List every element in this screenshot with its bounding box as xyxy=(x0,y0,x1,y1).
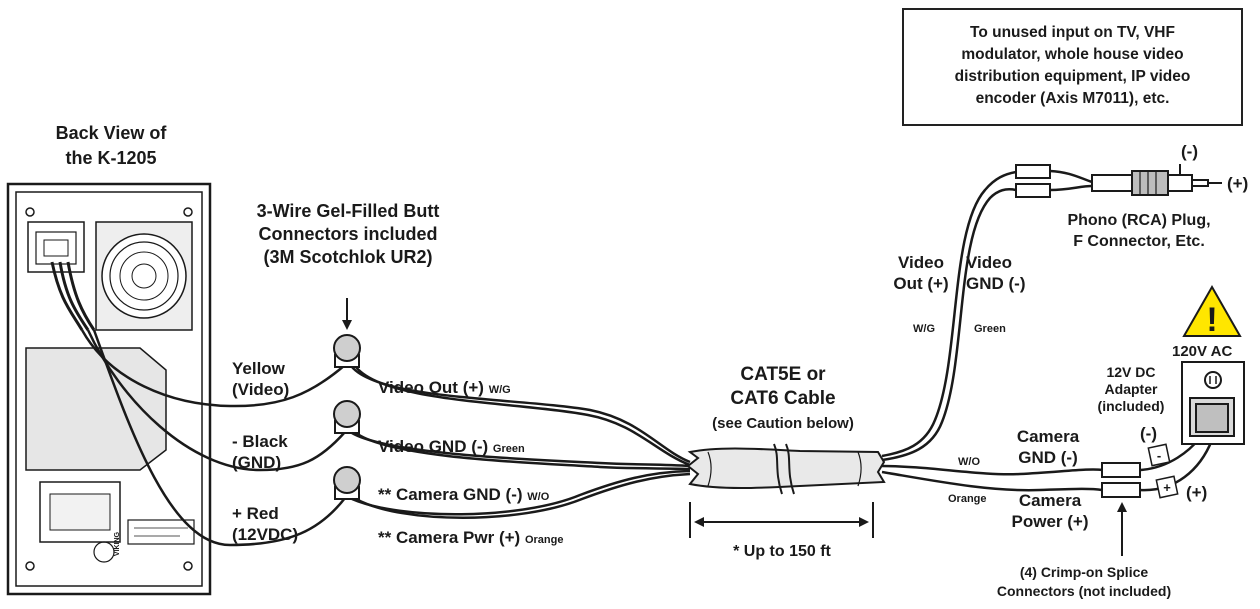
splice-note-line-1: (4) Crimp-on Splice xyxy=(1019,564,1149,580)
plug-minus-label: (-) xyxy=(1181,141,1198,162)
black-wire-label: - Black (GND) xyxy=(232,431,288,473)
camera-gnd-side-label: Camera GND (-) xyxy=(1006,426,1090,468)
panel-title-line-2: the K-1205 xyxy=(65,148,157,168)
video-gnd-text: Video GND (-) xyxy=(378,437,489,456)
cable-length-text: * Up to 150 ft xyxy=(733,543,831,560)
green-color-label: Green xyxy=(974,322,1006,336)
video-out-side-line-1: Video xyxy=(898,253,944,272)
butt-connectors xyxy=(333,334,361,500)
note-line-3: distribution equipment, IP video xyxy=(954,68,1191,85)
power-minus-text: (-) xyxy=(1140,424,1157,443)
note-line-4: encoder (Axis M7011), etc. xyxy=(975,90,1170,107)
video-gnd-label: Video GND (-) Green xyxy=(378,436,525,457)
video-out-color: W/G xyxy=(488,384,511,396)
cat5-cable xyxy=(686,443,886,495)
power-plus-text: (+) xyxy=(1186,483,1208,502)
note-line-2: modulator, whole house video xyxy=(961,46,1184,63)
camera-splices xyxy=(1101,462,1141,498)
camera-gnd-text: ** Camera GND (-) xyxy=(378,485,523,504)
unit-wires xyxy=(80,329,346,547)
tag-minus-sign: - xyxy=(1157,448,1161,463)
destination-note-text: To unused input on TV, VHF modulator, wh… xyxy=(904,22,1241,110)
video-out-side-label: Video Out (+) xyxy=(885,252,957,294)
red-wire-name: + Red xyxy=(232,504,279,523)
rca-plug xyxy=(1091,164,1222,196)
black-wire-function: (GND) xyxy=(232,453,282,472)
plug-type-line-1: Phono (RCA) Plug, xyxy=(1067,212,1211,229)
video-out-label: Video Out (+) W/G xyxy=(378,377,511,398)
red-wire-function: (12VDC) xyxy=(232,525,299,544)
plug-plus-text: (+) xyxy=(1227,174,1249,193)
connectors-note-line-2: Connectors included xyxy=(258,224,438,244)
cable-label: CAT5E or CAT6 Cable (see Caution below) xyxy=(678,363,888,436)
length-dimension xyxy=(689,502,874,538)
camera-gnd-side-line-1: Camera xyxy=(1016,427,1080,446)
camera-power-side-label: Camera Power (+) xyxy=(1002,490,1098,532)
camera-pwr-label: ** Camera Pwr (+) Orange xyxy=(378,527,563,548)
yellow-wire-name: Yellow xyxy=(232,359,285,378)
video-gnd-side-line-2: GND (-) xyxy=(966,274,1026,293)
adapter-line-3: (included) xyxy=(1097,398,1165,414)
orange-color-label: Orange xyxy=(948,492,987,506)
adapter-line-2: Adapter xyxy=(1104,381,1158,397)
ac-text: 120V AC xyxy=(1172,343,1233,360)
wg-color-label: W/G xyxy=(913,322,935,336)
right-conductors xyxy=(881,170,1214,492)
video-splices xyxy=(1015,164,1093,198)
tag-plus-sign: + xyxy=(1163,480,1171,495)
camera-pwr-color: Orange xyxy=(524,534,564,546)
power-minus-label: (-) xyxy=(1140,423,1157,444)
connectors-note-line-3: (3M Scotchlok UR2) xyxy=(263,247,433,267)
orange-color-text: Orange xyxy=(948,493,987,505)
wg-color-text: W/G xyxy=(913,323,935,335)
camera-gnd-color: W/O xyxy=(527,491,550,503)
plug-type-label: Phono (RCA) Plug, F Connector, Etc. xyxy=(1040,210,1238,252)
warning-symbol: ! xyxy=(1206,301,1217,339)
plug-plus-label: (+) xyxy=(1227,173,1248,194)
video-gnd-side-label: Video GND (-) xyxy=(966,252,1025,294)
warning-icon: ! xyxy=(1182,284,1242,339)
plug-type-line-2: F Connector, Etc. xyxy=(1073,233,1205,250)
cable-line-1: CAT5E or xyxy=(740,364,826,385)
splice-note-line-2: Connectors (not included) xyxy=(996,583,1172,599)
ac-label: 120V AC xyxy=(1172,341,1232,362)
video-gnd-side-line-1: Video xyxy=(966,253,1012,272)
cable-length-label: * Up to 150 ft xyxy=(690,541,874,562)
video-out-text: Video Out (+) xyxy=(378,378,484,397)
destination-note-box: To unused input on TV, VHF modulator, wh… xyxy=(902,8,1243,126)
wall-outlet xyxy=(1181,361,1245,445)
red-wire-label: + Red (12VDC) xyxy=(232,503,298,545)
panel-title: Back View of the K-1205 xyxy=(36,121,186,171)
adapter-line-1: 12V DC xyxy=(1106,364,1156,380)
yellow-wire-function: (Video) xyxy=(232,380,290,399)
butt-connectors-note: 3-Wire Gel-Filled Butt Connectors includ… xyxy=(228,200,468,269)
power-plus-label: (+) xyxy=(1186,482,1207,503)
video-gnd-color: Green xyxy=(492,443,525,455)
camera-gnd-side-line-2: GND (-) xyxy=(1018,448,1078,467)
k1205-back-panel xyxy=(6,182,212,596)
jack-wire-bundle xyxy=(50,261,96,331)
panel-title-line-1: Back View of xyxy=(55,123,167,143)
unit-brand-label: VIKING xyxy=(114,531,121,556)
cable-line-3: (see Caution below) xyxy=(712,415,854,432)
adapter-label: 12V DC Adapter (included) xyxy=(1088,364,1174,415)
green-color-text: Green xyxy=(974,323,1006,335)
camera-pwr-text: ** Camera Pwr (+) xyxy=(378,528,521,547)
splice-note: (4) Crimp-on Splice Connectors (not incl… xyxy=(968,563,1200,601)
camera-power-side-line-2: Power (+) xyxy=(1011,512,1089,531)
wo-color-label: W/O xyxy=(958,455,980,469)
yellow-wire-label: Yellow (Video) xyxy=(232,358,289,400)
polarity-tags xyxy=(1147,443,1179,499)
black-wire-name: - Black xyxy=(232,432,288,451)
cat5-conductors xyxy=(351,366,691,519)
camera-gnd-label: ** Camera GND (-) W/O xyxy=(378,484,549,505)
note-line-1: To unused input on TV, VHF xyxy=(970,24,1175,41)
cable-line-2: CAT6 Cable xyxy=(730,388,836,409)
video-out-side-line-2: Out (+) xyxy=(893,274,949,293)
camera-power-side-line-1: Camera xyxy=(1018,491,1082,510)
wo-color-text: W/O xyxy=(958,456,980,468)
plug-minus-text: (-) xyxy=(1181,142,1198,161)
connectors-note-line-1: 3-Wire Gel-Filled Butt xyxy=(256,201,440,221)
